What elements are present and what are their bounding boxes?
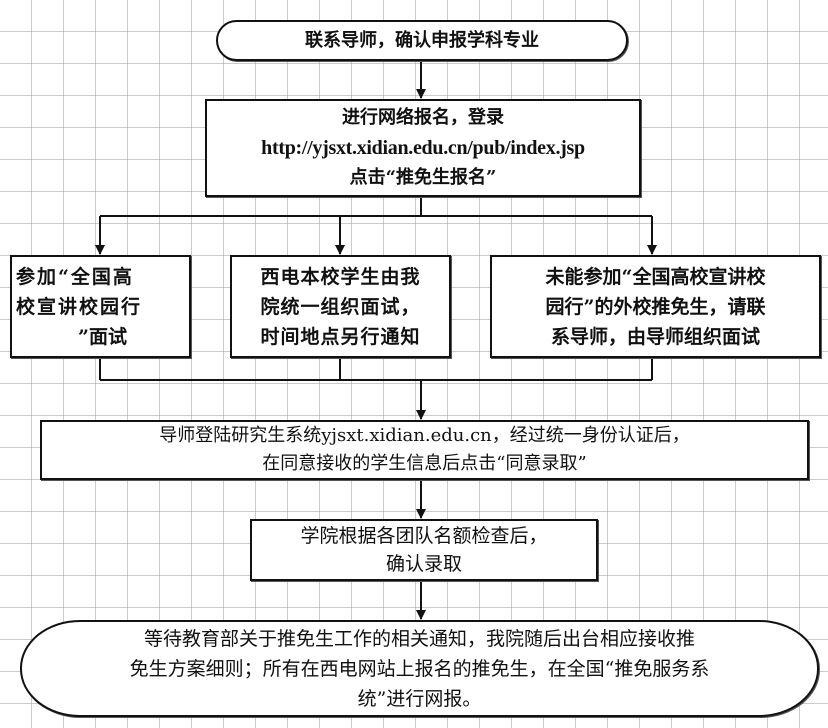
branch-c-line: 园行”的外校推免生，请联 — [545, 295, 766, 318]
branch-c-line: 系导师，由导师组织面试 — [550, 325, 760, 348]
advisor-line: 在同意接收的学生信息后点击“同意录取” — [262, 453, 587, 474]
end-line: 免生方案细则；所有在西电网站上报名的推免生，在全国“推免服务系 — [129, 657, 710, 680]
end-terminator: 等待教育部关于推免生工作的相关通知，我院随后出台相应接收推 免生方案细则；所有在… — [20, 620, 819, 717]
register-line: 进行网络报名，登录 — [342, 107, 504, 128]
branch-b-line: 西电本校学生由我 — [260, 265, 421, 288]
branch-a-line: ”面试 — [78, 325, 127, 348]
branch-a-line: 参加“全国高 — [16, 265, 134, 288]
start-text: 联系导师，确认申报学科专业 — [305, 29, 539, 51]
college-line: 学院根据各团队名额检查后， — [300, 525, 548, 547]
college-box: 学院根据各团队名额检查后， 确认录取 — [250, 519, 598, 581]
branch-b-line: 时间地点另行通知 — [260, 325, 421, 348]
branch-b-box: 西电本校学生由我 院统一组织面试， 时间地点另行通知 — [230, 255, 451, 358]
register-line: 点击“推免生报名” — [349, 167, 497, 188]
branch-a-line: 校宣讲校园行 — [16, 295, 143, 318]
college-line: 确认录取 — [385, 553, 462, 575]
register-box: 进行网络报名，登录 http://yjsxt.xidian.edu.cn/pub… — [205, 99, 641, 197]
branch-c-box: 未能参加“全国高校宣讲校 园行”的外校推免生，请联 系导师，由导师组织面试 — [490, 255, 821, 358]
register-url: http://yjsxt.xidian.edu.cn/pub/index.jsp — [261, 137, 585, 159]
end-line: 等待教育部关于推免生工作的相关通知，我院随后出台相应接收推 — [143, 627, 695, 650]
branch-c-line: 未能参加“全国高校宣讲校 — [545, 265, 766, 288]
end-line: 统”进行网报。 — [357, 687, 482, 710]
start-terminator: 联系导师，确认申报学科专业 — [216, 20, 628, 61]
branch-b-line: 院统一组织面试， — [260, 295, 421, 318]
advisor-box: 导师登陆研究生系统yjsxt.xidian.edu.cn，经过统一身份认证后， … — [40, 420, 809, 480]
advisor-line: 导师登陆研究生系统yjsxt.xidian.edu.cn，经过统一身份认证后， — [159, 425, 690, 446]
branch-a-box: 参加“全国高 校宣讲校园行 ”面试 — [10, 255, 191, 358]
